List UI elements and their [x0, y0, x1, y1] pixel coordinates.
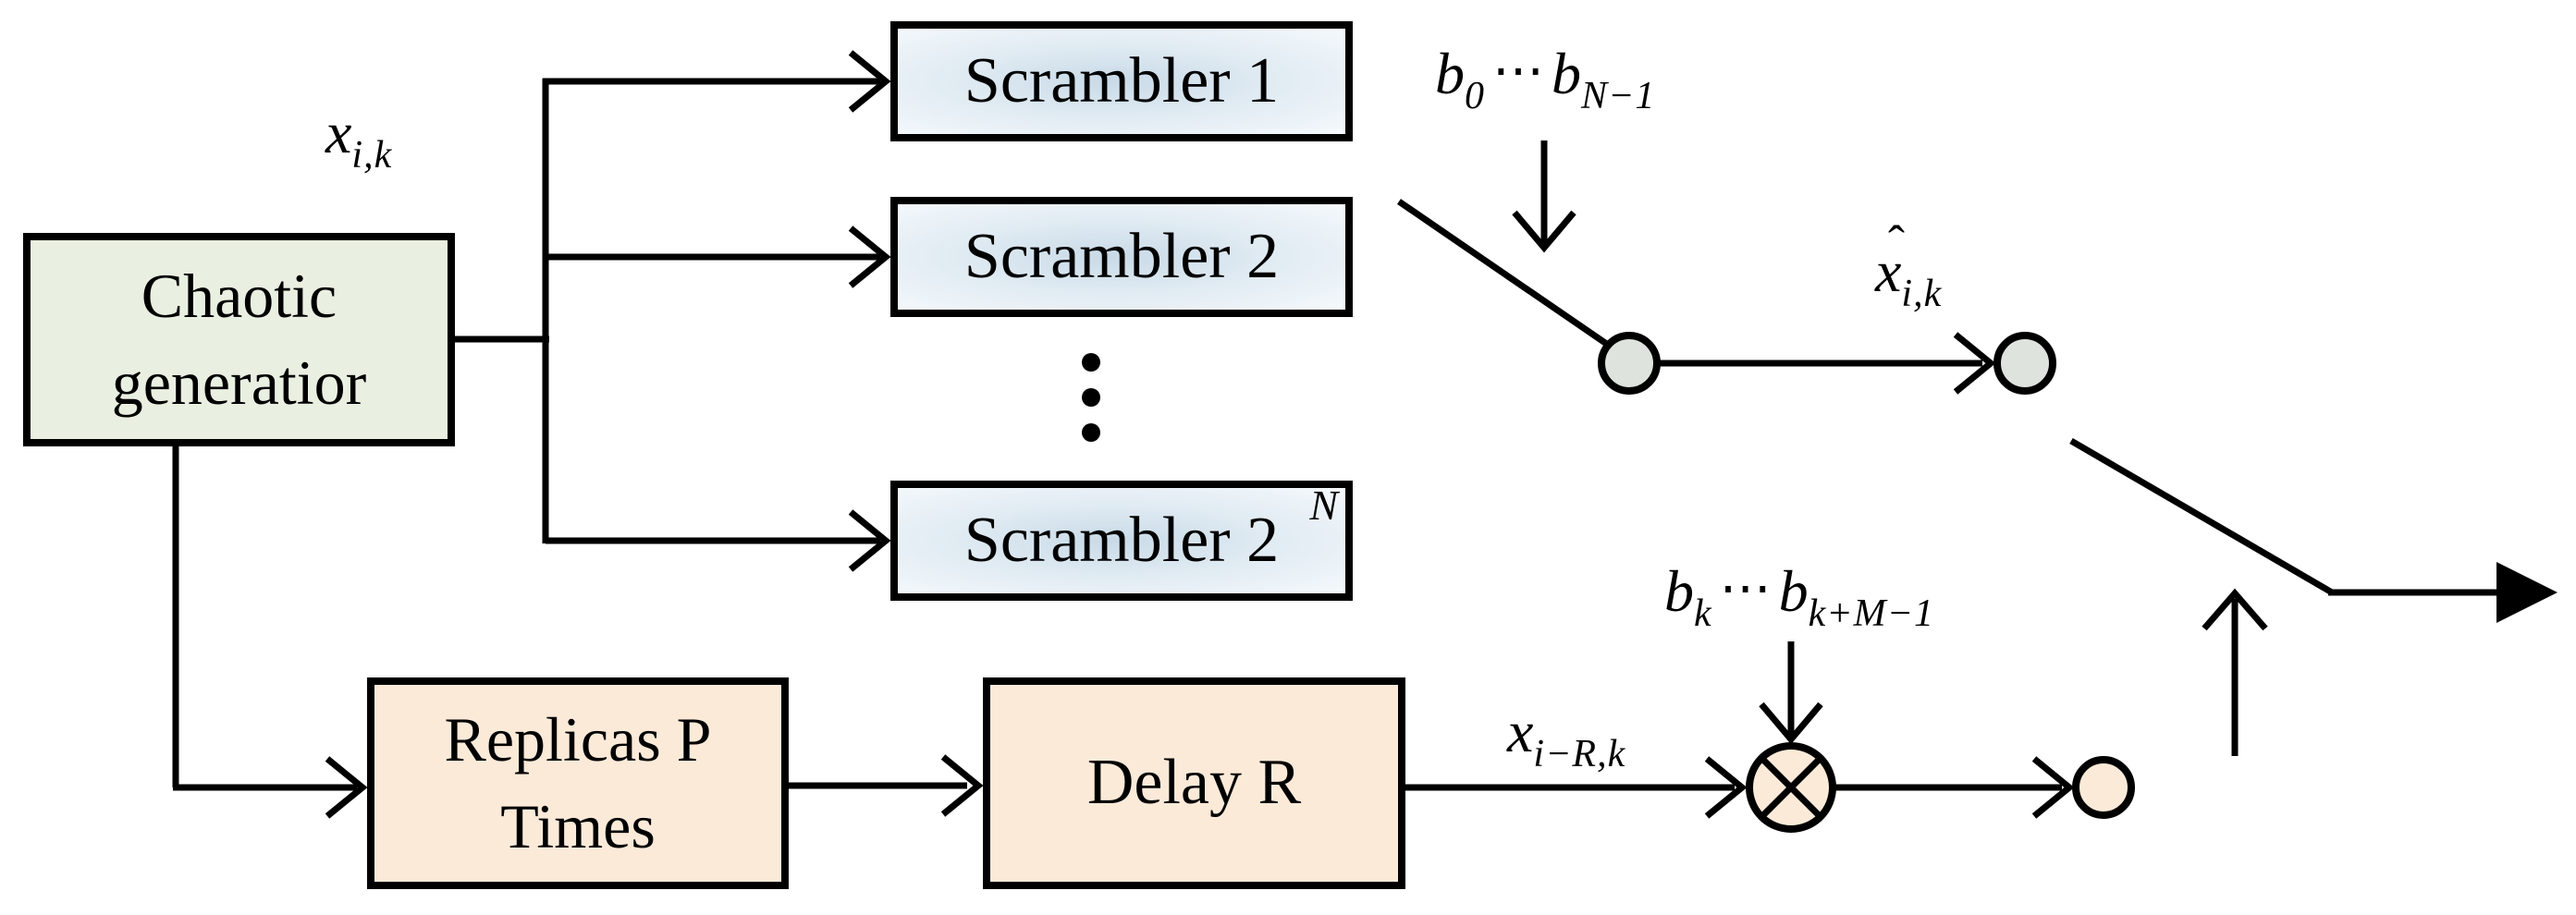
b0-sub: 0	[1465, 75, 1485, 117]
vertical-ellipsis-icon	[1082, 353, 1100, 442]
switch-1-blade	[1397, 199, 1610, 348]
arrowhead-bk-down	[1759, 702, 1823, 745]
replicas-block: Replicas P Times	[367, 677, 789, 889]
scrambler-1-label: Scrambler 1	[963, 44, 1280, 116]
delay-block: Delay R	[983, 677, 1405, 889]
scrambler-2-label: Scrambler 2	[963, 220, 1280, 292]
scrambler-2-block: Scrambler 2	[890, 197, 1353, 317]
b0-dots: ⋯	[1492, 43, 1544, 100]
bk-sub: k	[1694, 592, 1712, 635]
b0-base: b	[1435, 41, 1465, 106]
bk-base: b	[1664, 558, 1694, 624]
x-ik-sub: i,k	[351, 134, 393, 177]
scrambler-2n-block: Scrambler 2 N	[890, 481, 1353, 601]
replicas-label-line2: Times	[500, 790, 656, 861]
multiplier-cross-2	[1759, 755, 1823, 820]
xhat-hat: ˆ	[1888, 215, 1905, 271]
arrowhead-b0-down	[1512, 210, 1576, 253]
bkm1-base: b	[1778, 558, 1809, 624]
arrowhead-multiplier	[1704, 756, 1748, 819]
lower-contact-node	[2072, 756, 2135, 819]
bn1-base: b	[1552, 41, 1581, 106]
arrowhead-up	[2202, 588, 2268, 631]
label-bk-bkm1: bk⋯bk+M−1	[1664, 560, 1934, 634]
scrambler-2n-superscript: N	[1309, 482, 1338, 529]
x-iRk-sub: i−R,k	[1533, 733, 1626, 775]
label-b0-bn1: b0⋯bN−1	[1435, 41, 1655, 116]
xhat-base: x	[1875, 238, 1902, 304]
xhat-sub: i,k	[1901, 273, 1943, 315]
chaotic-generator-label-line1: Chaotic	[141, 260, 337, 331]
scrambler-2n-label: Scrambler 2	[963, 504, 1280, 576]
arrowhead-lower-contact	[2031, 756, 2075, 819]
arrowhead-replicas	[325, 756, 368, 819]
switch-2-pole-node	[1993, 332, 2056, 395]
chaotic-generator-block: Chaotic generatior	[23, 233, 455, 446]
label-x-ik: xi,k	[325, 104, 392, 176]
switch-2-blade	[2069, 437, 2334, 596]
switch-1-pole-node	[1598, 332, 1661, 395]
replicas-label-line1: Replicas P	[444, 703, 712, 775]
arrowhead-scrambler-2n	[848, 509, 891, 572]
arrowhead-delay	[940, 754, 984, 817]
bk-dots: ⋯	[1719, 560, 1772, 617]
arrowhead-scrambler-1	[848, 50, 891, 113]
arrowhead-output	[2496, 562, 2558, 623]
x-ik-base: x	[325, 100, 352, 165]
bkm1-sub: k+M−1	[1808, 592, 1934, 635]
scrambler-1-block: Scrambler 1	[890, 21, 1353, 141]
arrowhead-xhat	[1953, 332, 1996, 395]
arrowhead-scrambler-2	[848, 226, 891, 288]
delay-label: Delay R	[1086, 747, 1302, 819]
x-iRk-base: x	[1507, 699, 1534, 764]
chaotic-generator-label-line2: generatior	[111, 347, 367, 418]
label-x-iRk: xi−R,k	[1507, 699, 1625, 775]
bn1-sub: N−1	[1581, 75, 1656, 117]
